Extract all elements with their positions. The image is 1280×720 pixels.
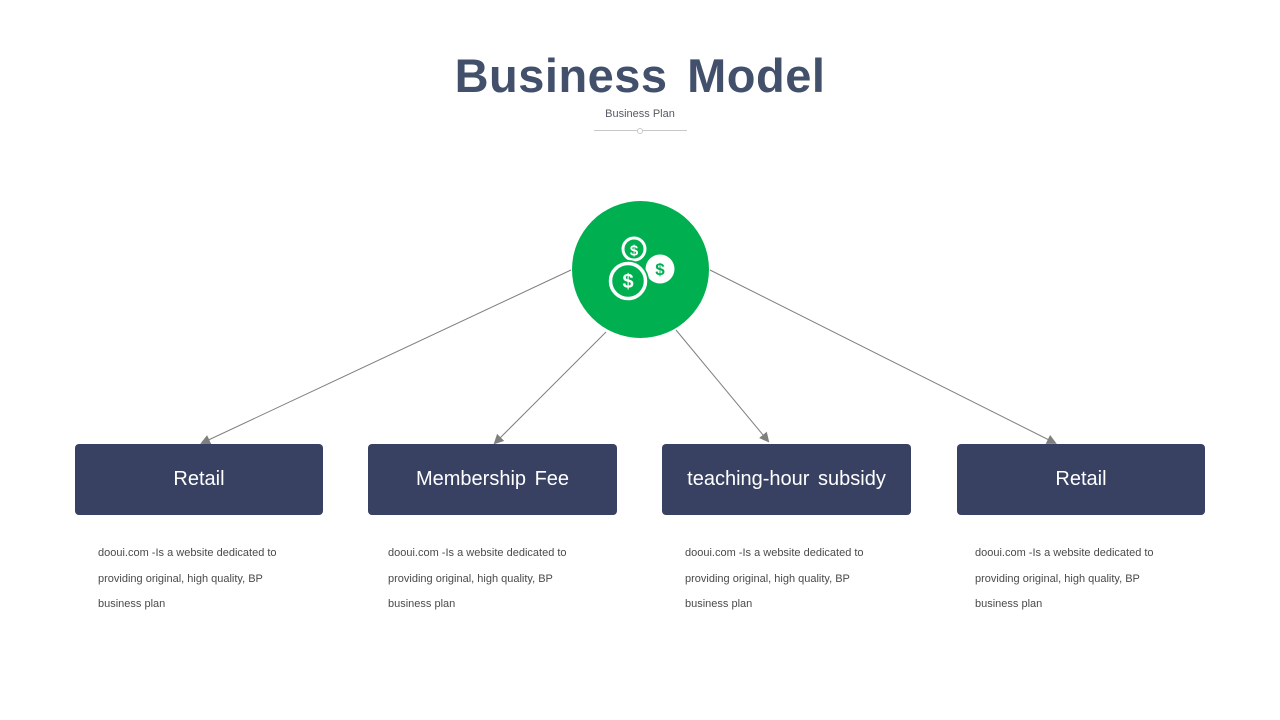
description-line: business plan: [685, 598, 753, 610]
connector-arrow-2: [493, 331, 607, 445]
description-line: dooui.com -Is a website dedicated to: [975, 547, 1154, 559]
svg-text:$: $: [655, 260, 665, 279]
description-line: providing original, high quality, BP: [685, 572, 850, 585]
page-subtitle: Business Plan: [605, 108, 675, 120]
category-label-4: Retail: [1055, 468, 1107, 490]
category-label-3: teaching-hour subsidy: [687, 468, 886, 490]
description-line: dooui.com -Is a website dedicated to: [388, 547, 567, 559]
category-box-2: Membership Fee: [368, 444, 617, 515]
svg-text:$: $: [630, 243, 639, 260]
description-line: dooui.com -Is a website dedicated to: [98, 547, 277, 559]
description-line: providing original, high quality, BP: [388, 572, 553, 585]
category-description-1: dooui.com -Is a website dedicated to pro…: [98, 541, 298, 618]
category-description-3: dooui.com -Is a website dedicated to pro…: [685, 541, 885, 618]
page-title: Business Model: [454, 49, 826, 102]
connector-arrow-3: [675, 329, 770, 443]
description-line: dooui.com -Is a website dedicated to: [685, 547, 864, 559]
connector-arrow-4: [709, 269, 1057, 444]
description-line: providing original, high quality, BP: [98, 572, 263, 585]
category-box-1: Retail: [75, 444, 323, 515]
description-line: providing original, high quality, BP: [975, 572, 1140, 585]
title-divider-dot: [637, 128, 643, 134]
description-line: business plan: [388, 598, 456, 610]
category-description-2: dooui.com -Is a website dedicated to pro…: [388, 541, 588, 618]
category-label-1: Retail: [173, 468, 225, 490]
category-box-4: Retail: [957, 444, 1205, 515]
description-line: business plan: [98, 598, 166, 610]
description-line: business plan: [975, 598, 1043, 610]
svg-text:$: $: [622, 271, 633, 293]
hub-circle: $ $ $: [572, 201, 709, 338]
category-box-3: teaching-hour subsidy: [662, 444, 911, 515]
connector-arrow-1: [200, 269, 572, 445]
category-description-4: dooui.com -Is a website dedicated to pro…: [975, 541, 1175, 618]
dollar-coins-icon: $ $ $: [607, 236, 678, 302]
category-label-2: Membership Fee: [415, 468, 570, 490]
